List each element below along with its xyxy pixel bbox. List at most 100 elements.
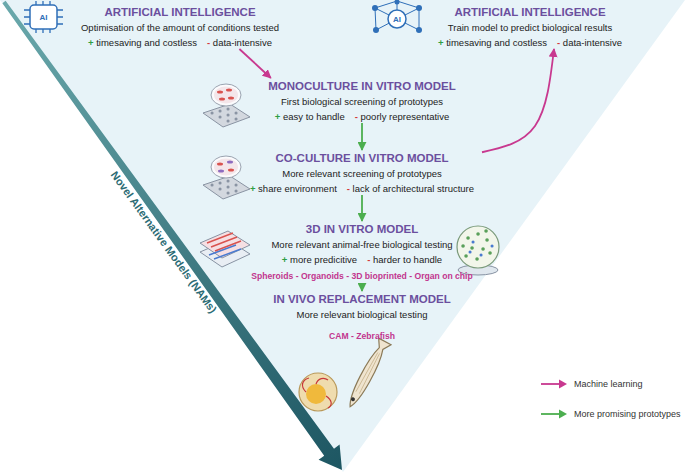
- text-row: First biological screening of prototypes: [242, 93, 482, 108]
- cam-egg-icon: [299, 373, 337, 411]
- well-plate: [203, 104, 250, 127]
- advantage-text: + easy to handle: [275, 110, 345, 123]
- text-row: + more predicitive - harder to handle: [212, 251, 512, 266]
- ai-network-icon: [372, 0, 422, 33]
- drawback-text: - data-intensive: [207, 36, 272, 49]
- drawback-text: - data-intensive: [557, 36, 622, 49]
- model-node: MONOCULTURE IN VITRO MODEL First biologic…: [242, 78, 482, 123]
- cell: [228, 169, 234, 172]
- spheroid-icon: [457, 226, 499, 275]
- petri-dish: [211, 156, 241, 178]
- chip-pins: [24, 1, 63, 33]
- text-row: CAM - Zebrafish: [252, 327, 472, 343]
- legend-arrow-shaft: [541, 383, 560, 385]
- text-row: 3D IN VITRO MODEL: [212, 221, 512, 236]
- ai-chip-icon: [24, 1, 63, 33]
- plate-wells: [212, 181, 236, 193]
- machine-learning-arrow: [239, 49, 270, 78]
- chip-body: [30, 5, 57, 29]
- legend-entry: Machine learning: [540, 378, 643, 390]
- network-node: [416, 27, 422, 33]
- model-examples: CAM - Zebrafish: [329, 331, 395, 341]
- text-row: Spheroids - Organoids - 3D bioprinted - …: [212, 267, 512, 283]
- machine-learning-arrow: [482, 49, 554, 152]
- legend-text: More promising prototypes: [574, 409, 681, 419]
- model-description: Train model to predict biological result…: [448, 22, 612, 33]
- network-node: [416, 5, 422, 11]
- plate-wells: [212, 109, 236, 121]
- advantage-text: + timesaving and costless: [438, 36, 547, 49]
- network-node: [373, 27, 379, 33]
- text-row: ARTIFICIAL INTELLIGENCE: [45, 4, 315, 19]
- model-description: First biological screening of prototypes: [281, 96, 443, 107]
- legend-text: Machine learning: [574, 379, 643, 389]
- advantage-text: + more predicitive: [282, 253, 357, 266]
- model-title: ARTIFICIAL INTELLIGENCE: [104, 6, 255, 18]
- text-row: + share environment - lack of architectur…: [242, 180, 482, 195]
- drawback-text: - lack of architectural structure: [347, 182, 474, 195]
- model-title: MONOCULTURE IN VITRO MODEL: [268, 80, 456, 92]
- model-description: More relevant screening of prototypes: [282, 168, 441, 179]
- cell: [226, 89, 232, 92]
- cell: [227, 161, 233, 164]
- axis-label: Novel Alternative Models (NAMs): [109, 169, 220, 315]
- egg-yolk: [306, 384, 326, 404]
- legend-arrow: [540, 408, 568, 420]
- chip-layer: [200, 231, 250, 258]
- model-examples: Spheroids - Organoids - 3D bioprinted - …: [251, 271, 473, 281]
- model-node: ARTIFICIAL INTELLIGENCE Train model to pr…: [410, 4, 650, 49]
- cell: [228, 97, 234, 100]
- model-title: 3D IN VITRO MODEL: [306, 223, 418, 235]
- network-links: [375, 1, 419, 30]
- drawback-text: - harder to handle: [367, 253, 442, 266]
- legend-entry: More promising prototypes: [540, 408, 681, 420]
- model-description: More relevant animal-free biological tes…: [271, 239, 452, 250]
- text-row: IN VIVO REPLACEMENT MODEL: [252, 291, 472, 306]
- zebrafish-icon: [344, 338, 391, 410]
- text-row: + timesaving and costless - data-intensiv…: [45, 34, 315, 49]
- cell: [219, 98, 225, 101]
- model-node: CO-CULTURE IN VITRO MODEL More relevant s…: [242, 150, 482, 195]
- icon-label: AI: [40, 13, 48, 22]
- model-title: ARTIFICIAL INTELLIGENCE: [454, 6, 605, 18]
- petri-dish: [211, 84, 241, 106]
- text-row: More relevant animal-free biological tes…: [212, 236, 512, 251]
- well-plate: [203, 176, 250, 199]
- legend-arrow: [540, 378, 568, 390]
- progression-arrow: [361, 123, 363, 150]
- model-description: Optimisation of the amount of conditions…: [81, 22, 279, 33]
- progression-arrow: [361, 283, 363, 291]
- advantage-text: + timesaving and costless: [88, 36, 197, 49]
- fish-eye: [350, 397, 355, 402]
- text-row: Optimisation of the amount of conditions…: [45, 19, 315, 34]
- text-row: More relevant biological testing: [252, 306, 472, 321]
- spheroid-cells: [470, 242, 492, 255]
- text-row: More relevant screening of prototypes: [242, 165, 482, 180]
- icon-label: AI: [393, 15, 401, 24]
- cell: [217, 91, 223, 94]
- text-row: + easy to handle - poorly representative: [242, 108, 482, 123]
- model-node: 3D IN VITRO MODEL More relevant animal-fr…: [212, 221, 512, 283]
- legend-arrow-head: [559, 410, 567, 419]
- model-description: More relevant biological testing: [297, 309, 428, 320]
- model-node: ARTIFICIAL INTELLIGENCE Optimisation of t…: [45, 4, 315, 49]
- text-row: CO-CULTURE IN VITRO MODEL: [242, 150, 482, 165]
- text-row: Train model to predict biological result…: [410, 19, 650, 34]
- advantage-text: + share environment: [250, 182, 337, 195]
- spheroid: [457, 226, 499, 268]
- drawback-text: - poorly representative: [355, 110, 450, 123]
- text-row: + timesaving and costless - data-intensiv…: [410, 34, 650, 49]
- fish-stripes: [356, 352, 381, 394]
- model-title: CO-CULTURE IN VITRO MODEL: [276, 152, 449, 164]
- culture-medium: [214, 87, 238, 104]
- text-row: MONOCULTURE IN VITRO MODEL: [242, 78, 482, 93]
- egg-shell: [299, 373, 337, 411]
- monoculture-icon: [203, 84, 250, 127]
- culture-medium: [214, 159, 238, 176]
- cell: [217, 163, 223, 166]
